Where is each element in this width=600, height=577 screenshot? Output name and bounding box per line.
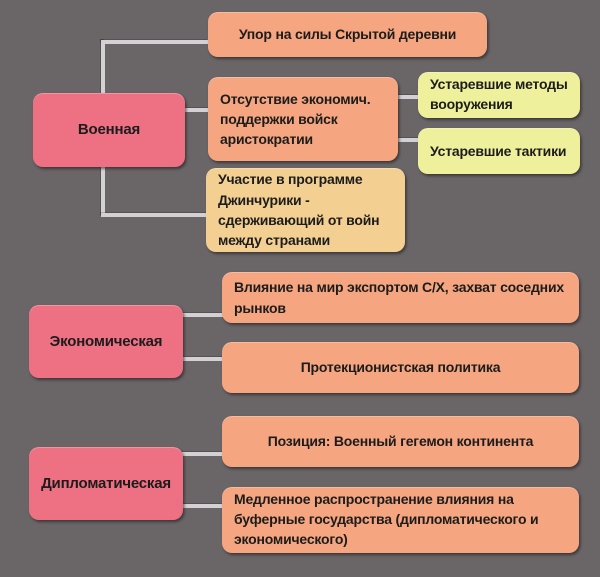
node-agri-export-influence[interactable]: Влияние на мир экспортом С/Х, захват сос… xyxy=(222,272,579,323)
node-military-hegemon-position[interactable]: Позиция: Военный гегемон континента xyxy=(222,416,579,467)
node-outdated-tactics[interactable]: Устаревшие тактики xyxy=(418,128,580,174)
node-buffer-states-influence[interactable]: Медленное распространение влияния на буф… xyxy=(222,487,579,553)
node-no-economic-support[interactable]: Отсутствие экономич. поддержки войск ари… xyxy=(208,77,398,161)
connector-military-to-hidden-village xyxy=(101,40,208,44)
node-economic-branch[interactable]: Экономическая xyxy=(29,305,183,378)
connector-no-support-to-tactics xyxy=(397,138,419,142)
node-protectionist-policy[interactable]: Протекционистская политика xyxy=(222,342,579,393)
node-outdated-weapon-methods[interactable]: Устаревшие методы вооружения xyxy=(418,72,580,118)
node-jinchuriki-program[interactable]: Участие в программе Джинчурики - сдержив… xyxy=(206,168,405,252)
connector-economic-to-protectionist xyxy=(182,357,223,361)
connector-diplomatic-to-hegemon xyxy=(182,452,223,456)
node-military-branch[interactable]: Военная xyxy=(33,93,185,167)
connector-no-support-to-weapon-methods xyxy=(397,95,419,99)
node-hidden-village-forces[interactable]: Упор на силы Скрытой деревни xyxy=(208,12,487,57)
connector-economic-to-export xyxy=(182,313,223,317)
connector-diplomatic-to-buffer-states xyxy=(182,504,223,508)
connector-military-to-no-support xyxy=(184,108,209,112)
node-diplomatic-branch[interactable]: Дипломатическая xyxy=(29,447,183,520)
connector-military-to-jinchuriki xyxy=(101,213,207,217)
